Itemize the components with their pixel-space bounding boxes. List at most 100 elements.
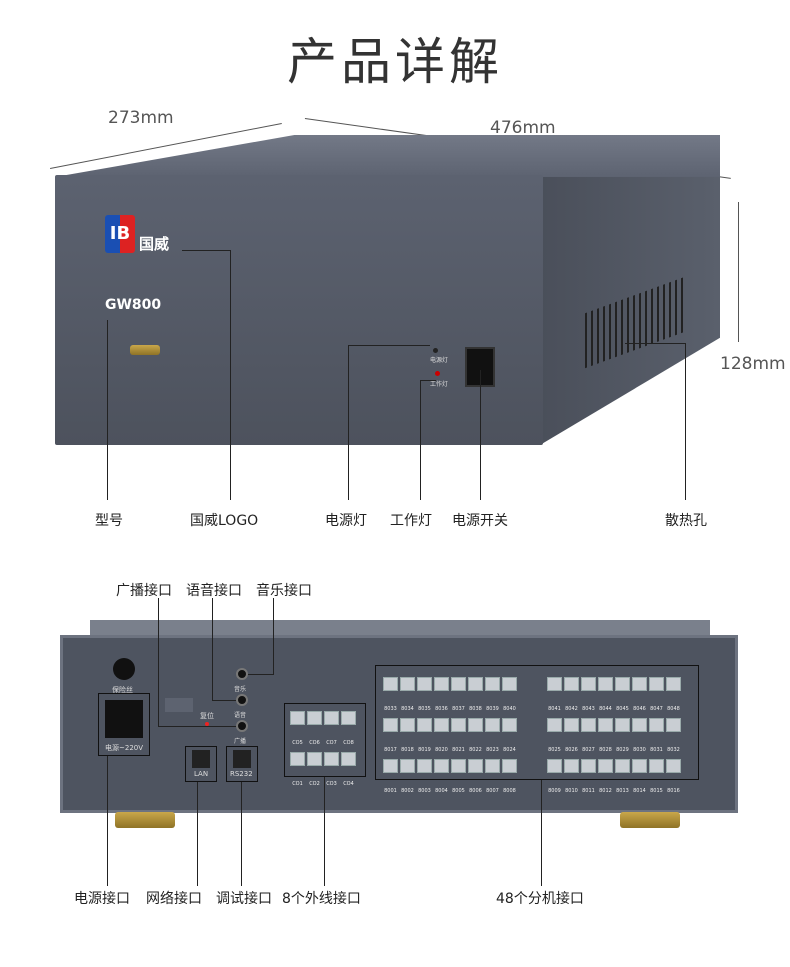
rj11-port[interactable] [581, 718, 596, 732]
rj11-port[interactable] [485, 677, 500, 691]
rj11-port[interactable] [468, 718, 483, 732]
rj11-port[interactable] [383, 677, 398, 691]
rj11-port[interactable] [468, 759, 483, 773]
callout-line [273, 598, 274, 675]
lan-port[interactable] [192, 750, 210, 768]
rs232-port[interactable] [233, 750, 251, 768]
music-jack[interactable] [236, 668, 248, 680]
label-logo: 国威LOGO [190, 513, 259, 529]
rj11-port[interactable] [417, 718, 432, 732]
rj11-port[interactable] [290, 711, 305, 725]
rj11-port[interactable] [502, 677, 517, 691]
port-label: 8016 [667, 788, 680, 794]
port-label: 8010 [565, 788, 578, 794]
rj11-port[interactable] [468, 677, 483, 691]
rj11-port[interactable] [434, 677, 449, 691]
rj11-port[interactable] [547, 677, 562, 691]
port-label: 8004 [435, 788, 448, 794]
rj11-port[interactable] [485, 718, 500, 732]
rj11-port[interactable] [615, 718, 630, 732]
rj11-port[interactable] [649, 677, 664, 691]
rj11-port[interactable] [547, 759, 562, 773]
rj11-port[interactable] [598, 759, 613, 773]
rj11-port[interactable] [666, 759, 681, 773]
port-label: 8019 [418, 747, 431, 753]
rj11-port[interactable] [400, 759, 415, 773]
rj11-port[interactable] [564, 718, 579, 732]
rj11-port[interactable] [324, 752, 339, 766]
rj11-port[interactable] [417, 677, 432, 691]
foot [620, 812, 680, 828]
callout-line [685, 343, 686, 500]
port-label: 8029 [616, 747, 629, 753]
rj11-port[interactable] [434, 759, 449, 773]
rj11-port[interactable] [485, 759, 500, 773]
rj11-port[interactable] [451, 677, 466, 691]
rj11-port[interactable] [615, 677, 630, 691]
rj11-port[interactable] [632, 718, 647, 732]
port-label: CO6 [309, 740, 320, 746]
port-label: 8024 [503, 747, 516, 753]
rj11-port[interactable] [632, 677, 647, 691]
rj11-port[interactable] [564, 759, 579, 773]
rj11-port[interactable] [564, 677, 579, 691]
port-label: CO5 [292, 740, 303, 746]
callout-line [324, 777, 325, 886]
label-music: 音乐接口 [256, 583, 312, 599]
rj11-port[interactable] [451, 759, 466, 773]
rj11-port[interactable] [417, 759, 432, 773]
port-label: 8039 [486, 706, 499, 712]
port-label: 8033 [384, 706, 397, 712]
rj11-port[interactable] [632, 759, 647, 773]
callout-line [212, 700, 236, 701]
label-debug: 调试接口 [216, 891, 272, 907]
rj11-port[interactable] [502, 759, 517, 773]
rj11-port[interactable] [581, 677, 596, 691]
rj11-port[interactable] [400, 677, 415, 691]
rj11-port[interactable] [341, 752, 356, 766]
port-label: 8042 [565, 706, 578, 712]
rj11-port[interactable] [598, 718, 613, 732]
rj11-port[interactable] [341, 711, 356, 725]
rj11-port[interactable] [383, 759, 398, 773]
rj11-port[interactable] [502, 718, 517, 732]
rj11-port[interactable] [598, 677, 613, 691]
rj11-port[interactable] [666, 718, 681, 732]
rj11-port[interactable] [615, 759, 630, 773]
port-label: 8044 [599, 706, 612, 712]
rj11-port[interactable] [649, 718, 664, 732]
power-led-text: 电源灯 [430, 357, 449, 364]
rj11-port[interactable] [307, 752, 322, 766]
rs232-text: RS232 [230, 770, 253, 778]
rj11-port[interactable] [307, 711, 322, 725]
port-label: 8011 [582, 788, 595, 794]
port-label: 8023 [486, 747, 499, 753]
rj11-port[interactable] [290, 752, 305, 766]
work-led [435, 371, 440, 376]
callout-line [348, 345, 349, 500]
power-socket-box: 电源~220V [98, 693, 150, 756]
rj11-port[interactable] [434, 718, 449, 732]
rj11-port[interactable] [649, 759, 664, 773]
rj11-port[interactable] [400, 718, 415, 732]
port-label: 8005 [452, 788, 465, 794]
port-label: 8027 [582, 747, 595, 753]
rj11-port[interactable] [451, 718, 466, 732]
callout-line [248, 674, 274, 675]
rj11-port[interactable] [547, 718, 562, 732]
rj11-port[interactable] [383, 718, 398, 732]
port-label: CO8 [343, 740, 354, 746]
rj11-port[interactable] [324, 711, 339, 725]
port-label: 8031 [650, 747, 663, 753]
broadcast-jack[interactable] [236, 720, 248, 732]
rj11-port[interactable] [581, 759, 596, 773]
voice-jack[interactable] [236, 694, 248, 706]
rj11-port[interactable] [666, 677, 681, 691]
label-voice: 语音接口 [186, 583, 242, 599]
